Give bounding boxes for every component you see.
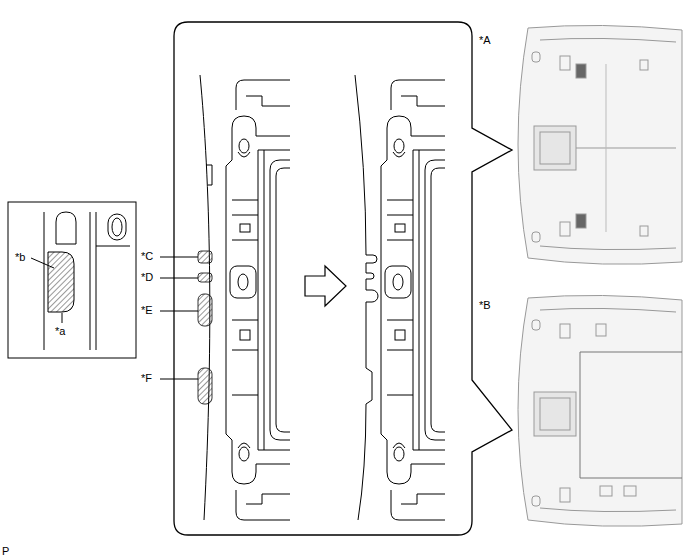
detail-inset xyxy=(8,202,136,358)
process-arrow xyxy=(305,266,346,306)
callout-letter: *b xyxy=(14,251,26,264)
callout-letter: *a xyxy=(54,325,66,338)
callout-letter: *C xyxy=(140,250,154,263)
headliner-thumbnail xyxy=(518,25,682,264)
view-label: *A xyxy=(478,34,492,47)
callout-letter: *E xyxy=(140,304,154,317)
after-view xyxy=(355,75,445,520)
headliner-thumbnail xyxy=(518,295,682,526)
callout-letter: *F xyxy=(140,372,153,385)
view-label: *B xyxy=(478,299,492,312)
before-view xyxy=(160,75,290,520)
figure-code: P xyxy=(1,545,10,558)
main-panel xyxy=(174,22,512,535)
callout-letter: *D xyxy=(140,271,154,284)
